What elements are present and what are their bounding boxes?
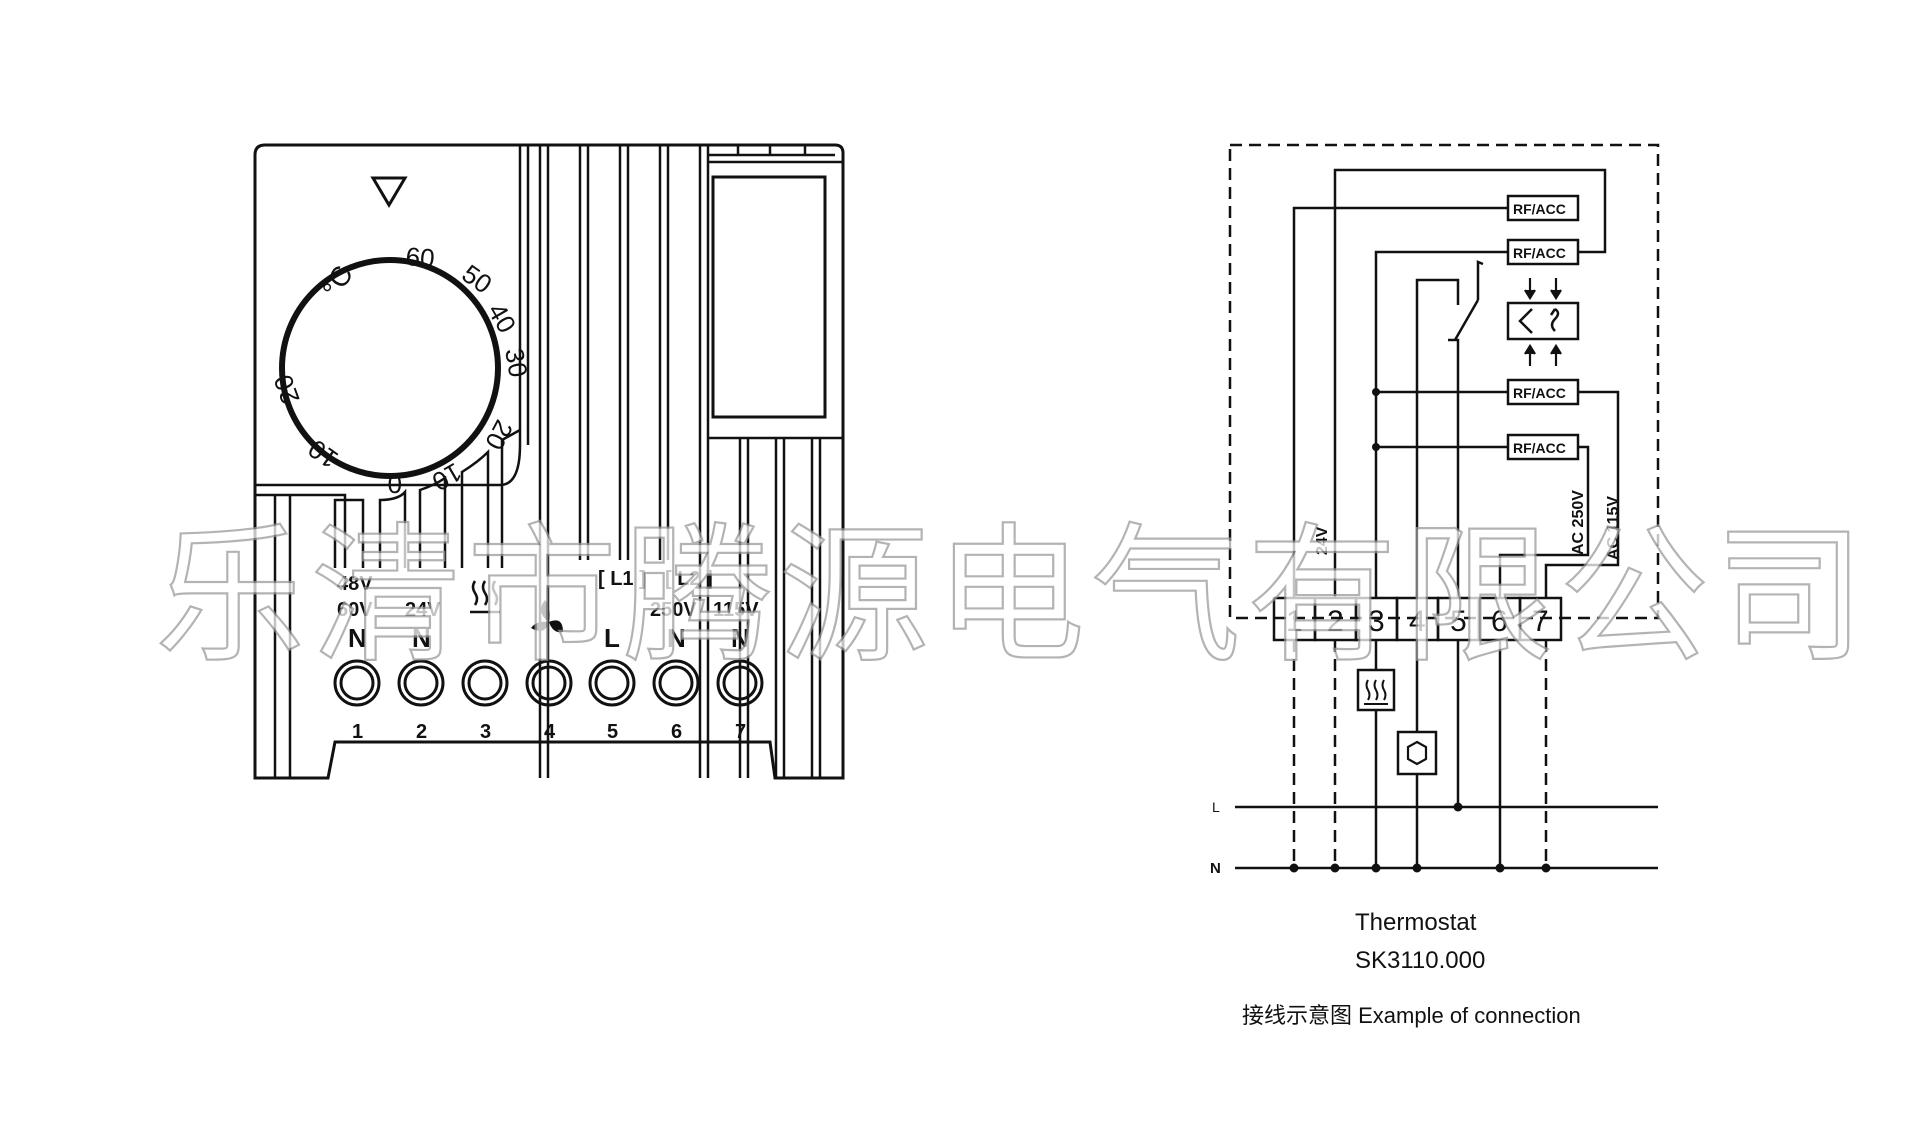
dial-pointer-icon [370, 176, 408, 208]
heater-load-icon [1364, 679, 1388, 705]
mains-label-l: L [1212, 799, 1220, 815]
voltage-tag-24v: 24V [1314, 526, 1331, 555]
terminal-number-5: 5 [607, 721, 618, 743]
terminal-number-4: 4 [544, 721, 556, 743]
relay-label-1: RF/ACC [1513, 201, 1566, 217]
relay-label-4: RF/ACC [1513, 440, 1566, 456]
dial-mark-20l: 20 [268, 371, 306, 408]
terminal-screw-6[interactable] [652, 659, 700, 707]
device-housing [253, 143, 845, 780]
side-ribs [708, 436, 843, 778]
wiring-terminal-1: 1 [1286, 605, 1303, 638]
captions: Thermostat SK3110.000 接线示意图 Example of c… [1242, 909, 1581, 1028]
thermostat-enclosure [1228, 143, 1660, 620]
terminal-screw-3[interactable] [461, 659, 509, 707]
dial-mark-30: 30 [499, 346, 534, 380]
wiring-terminal-7: 7 [1532, 605, 1549, 638]
fan-symbol-icon [531, 600, 563, 633]
function-6: N [667, 623, 686, 653]
fan-load-icon [1406, 740, 1428, 766]
voltage-tag-ac250v: AC 250V [1570, 490, 1587, 555]
terminal-screw-5[interactable] [588, 659, 636, 707]
wiring-terminal-4: 4 [1409, 605, 1426, 638]
function-1: N [348, 623, 367, 653]
wiring-labels: RF/ACC RF/ACC RF/ACC RF/ACC 24V AC 250V … [1210, 201, 1622, 877]
terminal-number-6: 6 [671, 721, 682, 743]
terminal-number-7: 7 [735, 721, 746, 743]
voltage-tag-ac115v: AC 115V [1605, 496, 1622, 560]
sensor-arrows [1524, 278, 1562, 366]
relay-label-2: RF/ACC [1513, 245, 1566, 261]
dial-panel-edge [255, 444, 522, 487]
relay-label-3: RF/ACC [1513, 385, 1566, 401]
model-number: SK3110.000 [1355, 947, 1485, 974]
dial-mark-50: 50 [457, 258, 498, 299]
voltage-250v: 250V [650, 599, 697, 621]
device-terminal-labels: [ L1 ] [ L2 ] 48V 60V 24V 250V 115V N N … [337, 568, 759, 743]
wiring-terminal-6: 6 [1491, 605, 1508, 638]
voltage-48v: 48V [337, 573, 373, 595]
heater-symbol-icon [470, 580, 500, 614]
terminal-number-3: 3 [480, 721, 491, 743]
top-notches [708, 145, 843, 164]
voltage-24v: 24V [405, 599, 441, 621]
terminal-number-1: 1 [352, 721, 363, 743]
company-watermark: 乐清市腾源电气有限公司 [155, 510, 1871, 684]
mains-dots [1289, 802, 1551, 873]
temperature-dial[interactable] [279, 257, 501, 479]
dial-mark-0: 0 [388, 469, 402, 499]
wiring-diagram [1228, 143, 1660, 873]
function-5: L [604, 623, 620, 653]
terminal-screws [333, 659, 764, 707]
dial-scale: °C 60 50 40 30 20 10 0 10 20 [268, 241, 534, 499]
function-7: N [731, 623, 750, 653]
internal-wires [1292, 168, 1620, 598]
top-ribs [518, 145, 710, 778]
wiring-terminal-5: 5 [1450, 605, 1467, 638]
display-window [711, 175, 827, 419]
function-2: N [412, 623, 431, 653]
terminal-screw-1[interactable] [333, 659, 381, 707]
relay-boxes [1506, 194, 1580, 461]
junction-dots [1372, 388, 1380, 451]
voltage-60v: 60V [337, 599, 373, 621]
mains-label-n: N [1210, 860, 1221, 877]
fan-load-box [1396, 730, 1438, 776]
terminal-number-2: 2 [416, 721, 427, 743]
product-name: Thermostat [1355, 909, 1477, 936]
terminal-screw-7[interactable] [716, 659, 764, 707]
thermostat-device [253, 143, 845, 780]
external-wires [1235, 640, 1658, 870]
bracket-l2: [ L2 ] [665, 568, 713, 590]
wiring-terminal-2: 2 [1327, 605, 1344, 638]
diagram-caption: 接线示意图 Example of connection [1242, 1003, 1581, 1028]
bracket-l1: [ L1 ] [598, 568, 646, 590]
dial-mark-60: 60 [404, 241, 435, 273]
slanted-ribs [333, 428, 521, 568]
voltage-115v: 115V [713, 599, 759, 621]
wiring-terminal-3: 3 [1368, 605, 1385, 638]
terminal-screw-4[interactable] [525, 659, 573, 707]
sensor-box [1506, 301, 1580, 341]
dial-mark-40: 40 [482, 298, 522, 338]
terminal-screw-2[interactable] [397, 659, 445, 707]
